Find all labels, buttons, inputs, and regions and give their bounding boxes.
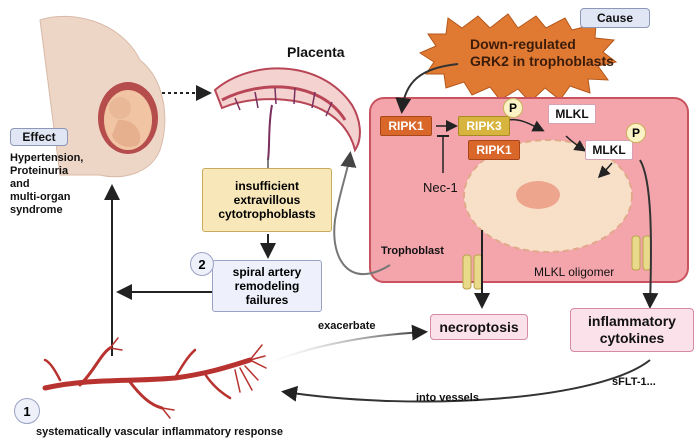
effect-line-3: and: [10, 178, 30, 190]
spiral-box: spiral artery remodeling failures: [212, 260, 322, 312]
inhibitor-label: Nec-1: [423, 180, 458, 195]
spiral-line-1: spiral artery: [232, 265, 302, 279]
ripk1-box-a: RIPK1: [380, 116, 432, 136]
effect-line-2: Proteinuria: [10, 165, 69, 177]
blood-vessel-icon: [42, 337, 267, 419]
into-vessels-arrow: [281, 359, 651, 403]
cause-burst-text: Down-regulated GRK2 in trophoblasts: [470, 36, 614, 70]
placenta-title: Placenta: [287, 44, 345, 60]
oligomer-label: MLKL oligomer: [534, 265, 615, 279]
cause-line-1: Down-regulated: [470, 36, 576, 52]
arrow-to-mlkl: [507, 118, 545, 132]
mlkl-box-1: MLKL: [548, 104, 596, 124]
cytokines-line-2: cytokines: [599, 330, 665, 346]
mlkl-box-2: MLKL: [585, 140, 633, 160]
arrow-mlkl-phos: [565, 135, 587, 152]
arrow-to-nucleus: [597, 162, 613, 179]
step-2-badge: 2: [190, 252, 214, 276]
effect-line-1: Hypertension,: [10, 152, 84, 164]
effect-text: Hypertension, Proteinuria and multi-orga…: [10, 152, 83, 217]
cause-arrow: [395, 63, 459, 114]
effect-tag: Effect: [10, 128, 68, 146]
response-label: systematically vascular inflammatory res…: [36, 426, 284, 438]
trophoblast-to-placenta-arrow: [333, 151, 391, 276]
spiral-line-2: remodeling: [234, 279, 300, 293]
nucleolus: [516, 181, 560, 209]
insufficient-line-3: cytotrophoblasts: [218, 207, 316, 221]
exacerbate-arrow: [264, 324, 428, 366]
ripk1-box-b: RIPK1: [468, 140, 520, 160]
cause-tag: Cause: [580, 8, 650, 28]
spiral-line-3: failures: [245, 293, 289, 307]
cause-burst-shape: [418, 13, 618, 103]
exacerbate-label: exacerbate: [318, 320, 376, 332]
into-vessels-label: into vessels: [416, 392, 479, 404]
necroptosis-box: necroptosis: [430, 314, 528, 340]
cause-line-2: GRK2 in trophoblasts: [470, 53, 614, 69]
arrow-to-cytokines: [639, 159, 659, 309]
effect-line-5: syndrome: [10, 204, 63, 216]
mlkl-channel-left: [462, 254, 483, 290]
pregnant-figure-icon: [39, 15, 166, 178]
ripk3-box: RIPK3: [458, 116, 510, 136]
sflt-label: sFLT-1...: [612, 376, 656, 388]
insufficient-box: insufficient extravillous cytotrophoblas…: [202, 168, 332, 232]
insufficient-line-1: insufficient: [234, 179, 299, 193]
effect-line-4: multi-organ: [10, 191, 71, 203]
cytokines-line-1: inflammatory: [588, 313, 676, 329]
insufficient-line-2: extravillous: [233, 193, 301, 207]
trophoblast-label: Trophoblast: [381, 245, 444, 257]
placenta-icon: [213, 67, 361, 161]
phosphate-icon-1: P: [503, 98, 523, 118]
phosphate-icon-2: P: [626, 123, 646, 143]
step-1-badge: 1: [14, 398, 40, 424]
cytokines-box: inflammatory cytokines: [570, 308, 694, 352]
mlkl-channel-right: [631, 235, 652, 271]
